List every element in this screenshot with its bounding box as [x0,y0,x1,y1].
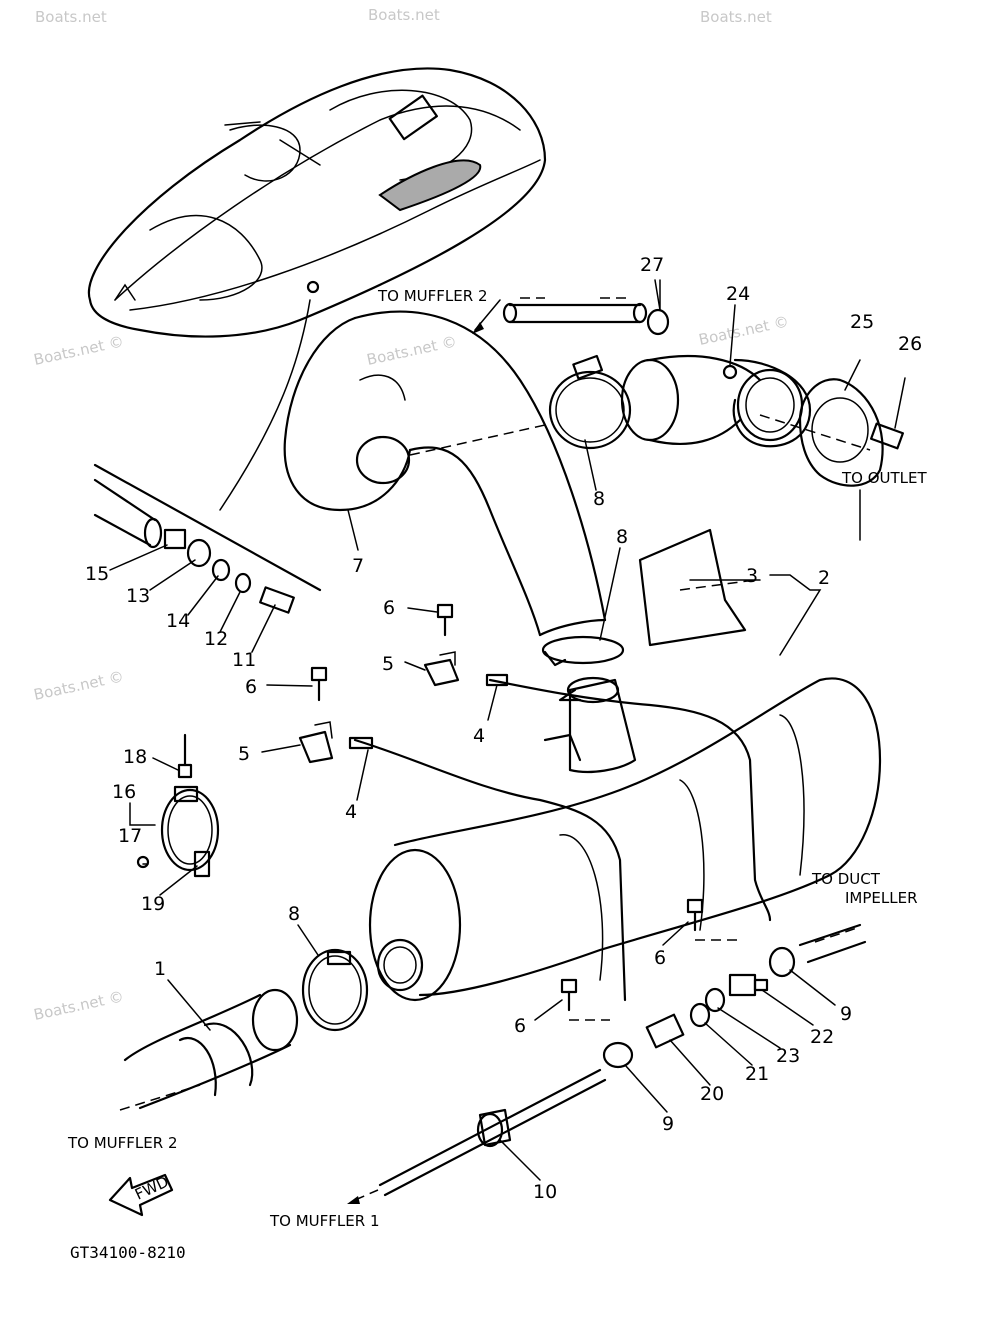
callout-10: 10 [533,1181,557,1203]
clamp-assembly-16 [129,733,220,878]
callout-24: 24 [726,283,750,305]
hose-clamp-9-b [602,1041,634,1069]
label-to-muffler-2-bottom: TO MUFFLER 2 [67,1134,177,1152]
watermark: Boats.net © [365,332,458,369]
callout-1: 1 [154,958,166,980]
hose-10 [347,1068,607,1204]
callout-13: 13 [126,585,150,607]
watermark: Boats.net © [32,987,125,1024]
callout-3: 3 [746,565,758,587]
strap-4-b [348,736,627,1002]
bolt-6-a [436,603,454,637]
leader-line [219,299,311,511]
muffler-2 [368,676,882,1002]
callout-16: 16 [112,781,136,803]
callout-9: 9 [840,1003,852,1025]
callout-11: 11 [232,649,256,671]
fwd-arrow: FWD [108,1173,174,1217]
callout-22: 22 [810,1026,834,1048]
outlet-arrow [759,414,871,451]
hose-clamp-8-mid [541,635,625,667]
watermark: Boats.net [700,8,772,26]
callout-9: 9 [662,1113,674,1135]
fitting-20 [645,1013,685,1049]
diagram-code: GT34100-8210 [70,1243,186,1262]
direction-labels: TO MUFFLER 2 TO OUTLET TO DUCT IMPELLER … [67,287,928,1262]
watermark: Boats.net [35,8,107,26]
callout-20: 20 [700,1083,724,1105]
heat-shield-3 [638,528,761,647]
callout-5: 5 [238,743,250,765]
exhaust-pipe-7 [283,310,607,637]
callout-12: 12 [204,628,228,650]
watermark: Boats.net [368,6,440,24]
muffler-outlet [376,938,424,992]
label-to-duct: TO DUCT [811,870,881,888]
callout-19: 19 [141,893,165,915]
hose-clamp-8-top [548,354,632,450]
callout-8: 8 [593,488,605,510]
callout-27: 27 [640,254,664,276]
label-to-muffler-2-top: TO MUFFLER 2 [377,287,487,305]
bracket-5-a [423,651,460,687]
label-to-muffler-1: TO MUFFLER 1 [269,1212,379,1230]
callout-6: 6 [514,1015,526,1037]
watermark: Boats.net © [697,312,790,349]
impeller-hose [798,923,867,964]
pipe-stub-top [472,297,648,334]
callout-14: 14 [166,610,190,632]
hose-clamp-9-a [768,946,796,978]
callout-4: 4 [473,725,485,747]
callout-7: 7 [352,555,364,577]
callout-4: 4 [345,801,357,823]
callout-6: 6 [383,597,395,619]
washer-23 [704,987,726,1013]
callout-17: 17 [118,825,142,847]
callout-leaders [109,279,861,1181]
watercraft-overview [87,67,547,338]
washer-21 [689,1002,711,1028]
callout-18: 18 [123,746,147,768]
callout-23: 23 [776,1045,800,1067]
callout-26: 26 [898,333,922,355]
hose-clamp-8-bottom [301,948,369,1032]
bracket-5-b [298,721,334,764]
watermark: Boats.net © [32,667,125,704]
bolt-6-c [686,898,740,941]
callout-6: 6 [654,947,666,969]
callout-8: 8 [616,526,628,548]
hose-clamp-27 [646,279,670,336]
callout-25: 25 [850,311,874,333]
callout-15: 15 [85,563,109,585]
bolt-6-d [560,978,610,1021]
callout-8: 8 [288,903,300,925]
fitting-22 [728,973,769,997]
callout-numbers: 27 24 25 26 8 7 8 3 2 15 13 14 12 11 6 5… [85,254,922,1203]
gasket-25 [798,359,884,487]
bolt-26 [870,377,906,450]
label-to-outlet: TO OUTLET [841,469,928,487]
tail-pipe-1 [119,988,299,1111]
callout-6: 6 [245,676,257,698]
callout-5: 5 [382,653,394,675]
label-impeller: IMPELLER [845,889,918,907]
watermark: Boats.net © [32,332,125,369]
callout-2: 2 [818,567,830,589]
leader-line [769,574,822,656]
callout-21: 21 [745,1063,769,1085]
bolt-6-b [310,666,328,702]
